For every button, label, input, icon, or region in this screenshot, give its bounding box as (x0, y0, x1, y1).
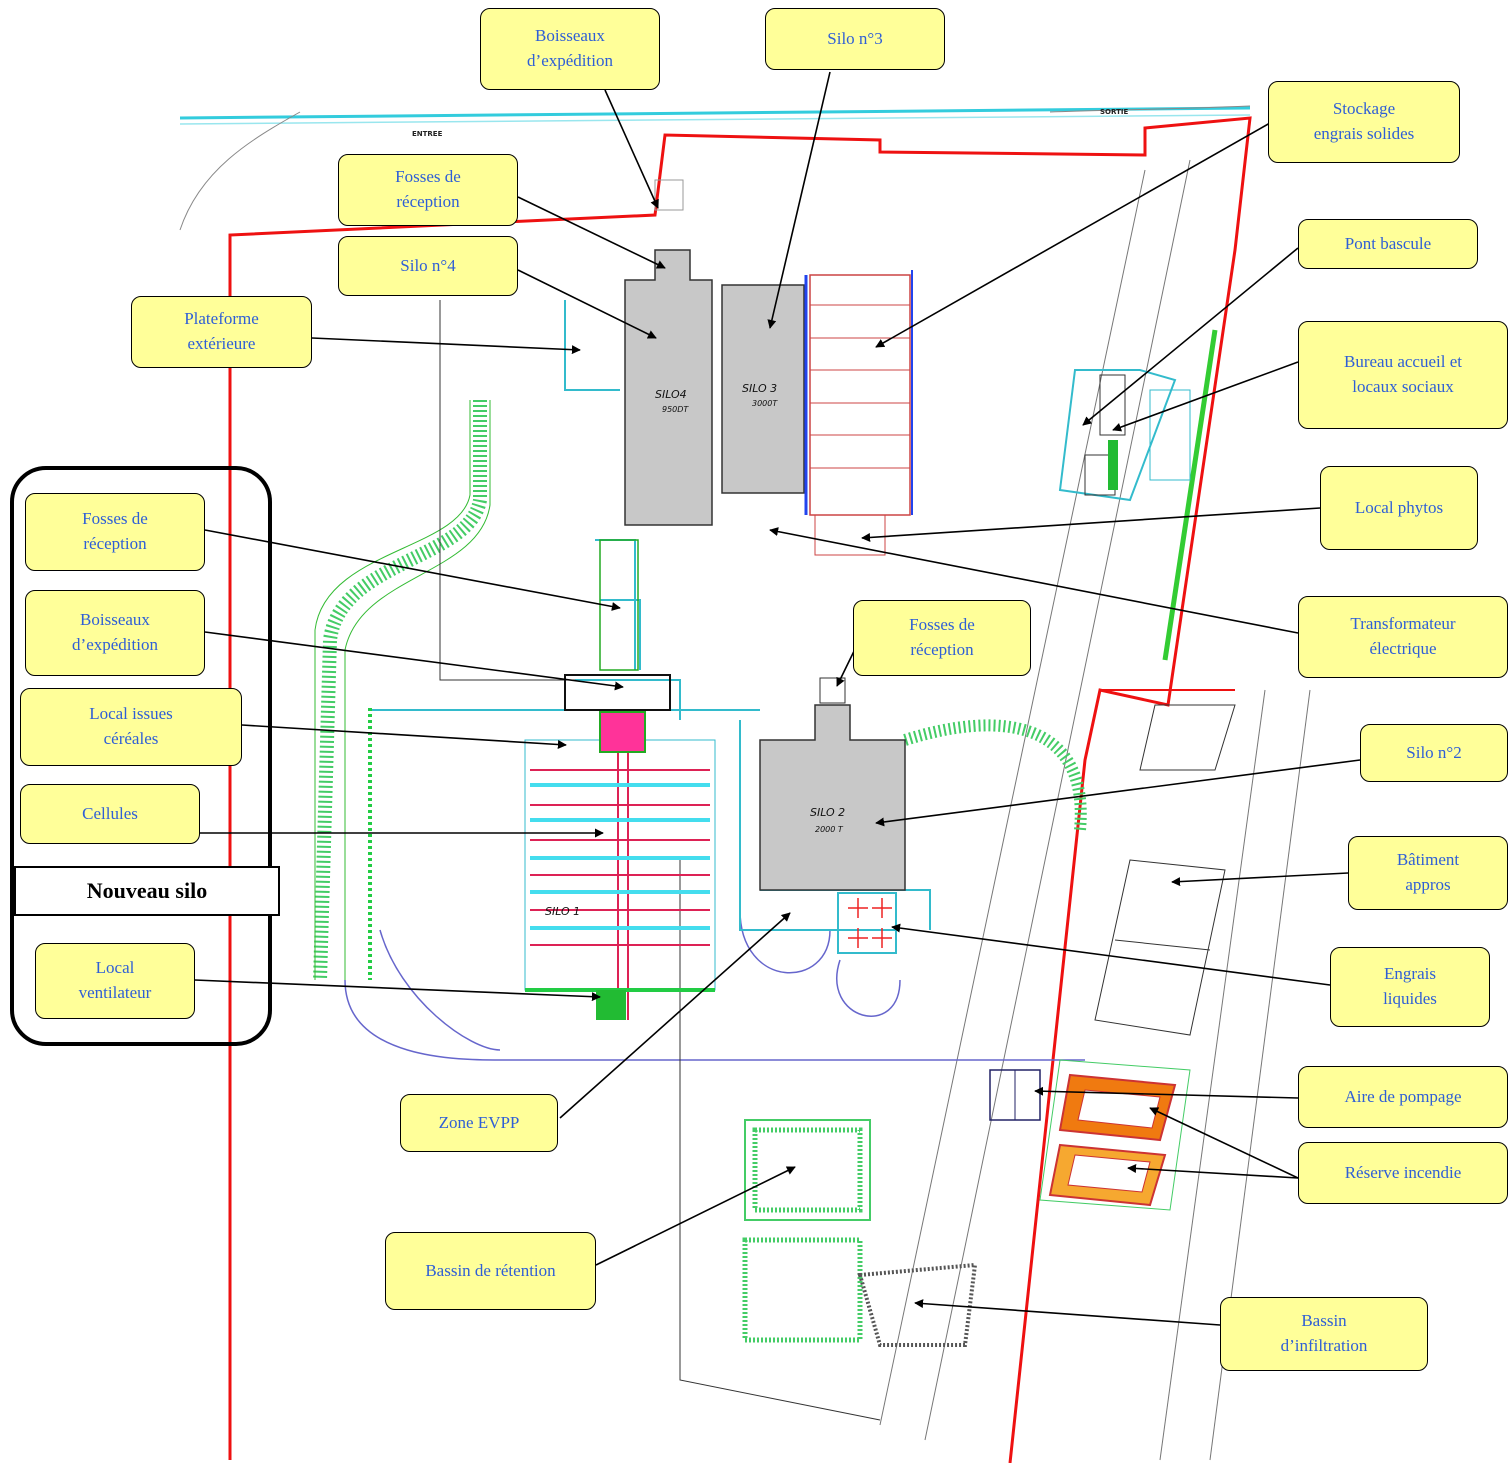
callout-bassin-infiltration: Bassin d’infiltration (1220, 1297, 1428, 1371)
stockage-engrais-cells (804, 270, 913, 556)
callout-silo-4: Silo n°4 (338, 236, 518, 296)
sortie-label: SORTIE (1100, 108, 1128, 116)
silo4-building: SILO4 950DT (624, 249, 713, 526)
callout-fosses-reception-mid: Fosses de réception (853, 600, 1031, 676)
bureau-area (1084, 374, 1191, 496)
callout-batiment-appros: Bâtiment appros (1348, 836, 1508, 910)
callout-boisseaux-expedition-left: Boisseaux d’expédition (25, 590, 205, 676)
callout-plateforme-exterieure: Plateforme extérieure (131, 296, 312, 368)
callout-zone-evpp: Zone EVPP (400, 1094, 558, 1152)
diagonal-road (879, 159, 1311, 1461)
callout-fosses-reception-left: Fosses de réception (25, 493, 205, 571)
callout-engrais-liquides: Engrais liquides (1330, 947, 1490, 1027)
callout-local-phytos: Local phytos (1320, 466, 1478, 550)
silo2-name: SILO 2 (810, 806, 845, 819)
silo2-capacity: 2000 T (815, 825, 844, 834)
callout-cellules: Cellules (20, 784, 200, 844)
silo4-capacity: 950DT (662, 405, 689, 414)
silo1-building: SILO 1 (368, 539, 716, 1020)
bassin-retention (744, 1119, 871, 1221)
circulation-loop (344, 979, 1085, 1061)
silo4-name: SILO4 (655, 388, 687, 401)
callout-transformateur-electrique: Transformateur électrique (1298, 596, 1508, 678)
reserve-incendie-ponds (1039, 1059, 1191, 1211)
callout-fosses-reception-top: Fosses de réception (338, 154, 518, 226)
ramp-left (313, 400, 487, 981)
callout-silo-2: Silo n°2 (1360, 724, 1508, 782)
silo3-capacity: 3000T (752, 399, 778, 408)
callout-stockage-engrais-solides: Stockage engrais solides (1268, 81, 1460, 163)
callout-pont-bascule: Pont bascule (1298, 219, 1478, 269)
callout-local-ventilateur: Local ventilateur (35, 943, 195, 1019)
silo3-name: SILO 3 (742, 382, 777, 395)
nouveau-silo-label: Nouveau silo (14, 866, 280, 916)
silo1-name: SILO 1 (545, 905, 580, 918)
silo3-building: SILO 3 3000T (721, 284, 805, 494)
access-road (179, 105, 1251, 231)
callout-silo-3: Silo n°3 (765, 8, 945, 70)
nouveau-silo-group-frame (10, 466, 272, 1046)
bassin-infiltration (742, 1237, 978, 1347)
callout-local-issues-cereales: Local issues céréales (20, 688, 242, 766)
engrais-liquides-tanks (837, 892, 897, 954)
callout-bassin-de-retention: Bassin de rétention (385, 1232, 596, 1310)
callout-bureau-accueil: Bureau accueil et locaux sociaux (1298, 321, 1508, 429)
batiment-appros-building (1094, 704, 1236, 1036)
callout-aire-de-pompage: Aire de pompage (1298, 1066, 1508, 1128)
callout-reserve-incendie: Réserve incendie (1298, 1142, 1508, 1204)
silo2-building: SILO 2 2000 T (759, 677, 906, 891)
entree-label: ENTREE (412, 130, 443, 138)
callout-boisseaux-expedition-top: Boisseaux d’expédition (480, 8, 660, 90)
